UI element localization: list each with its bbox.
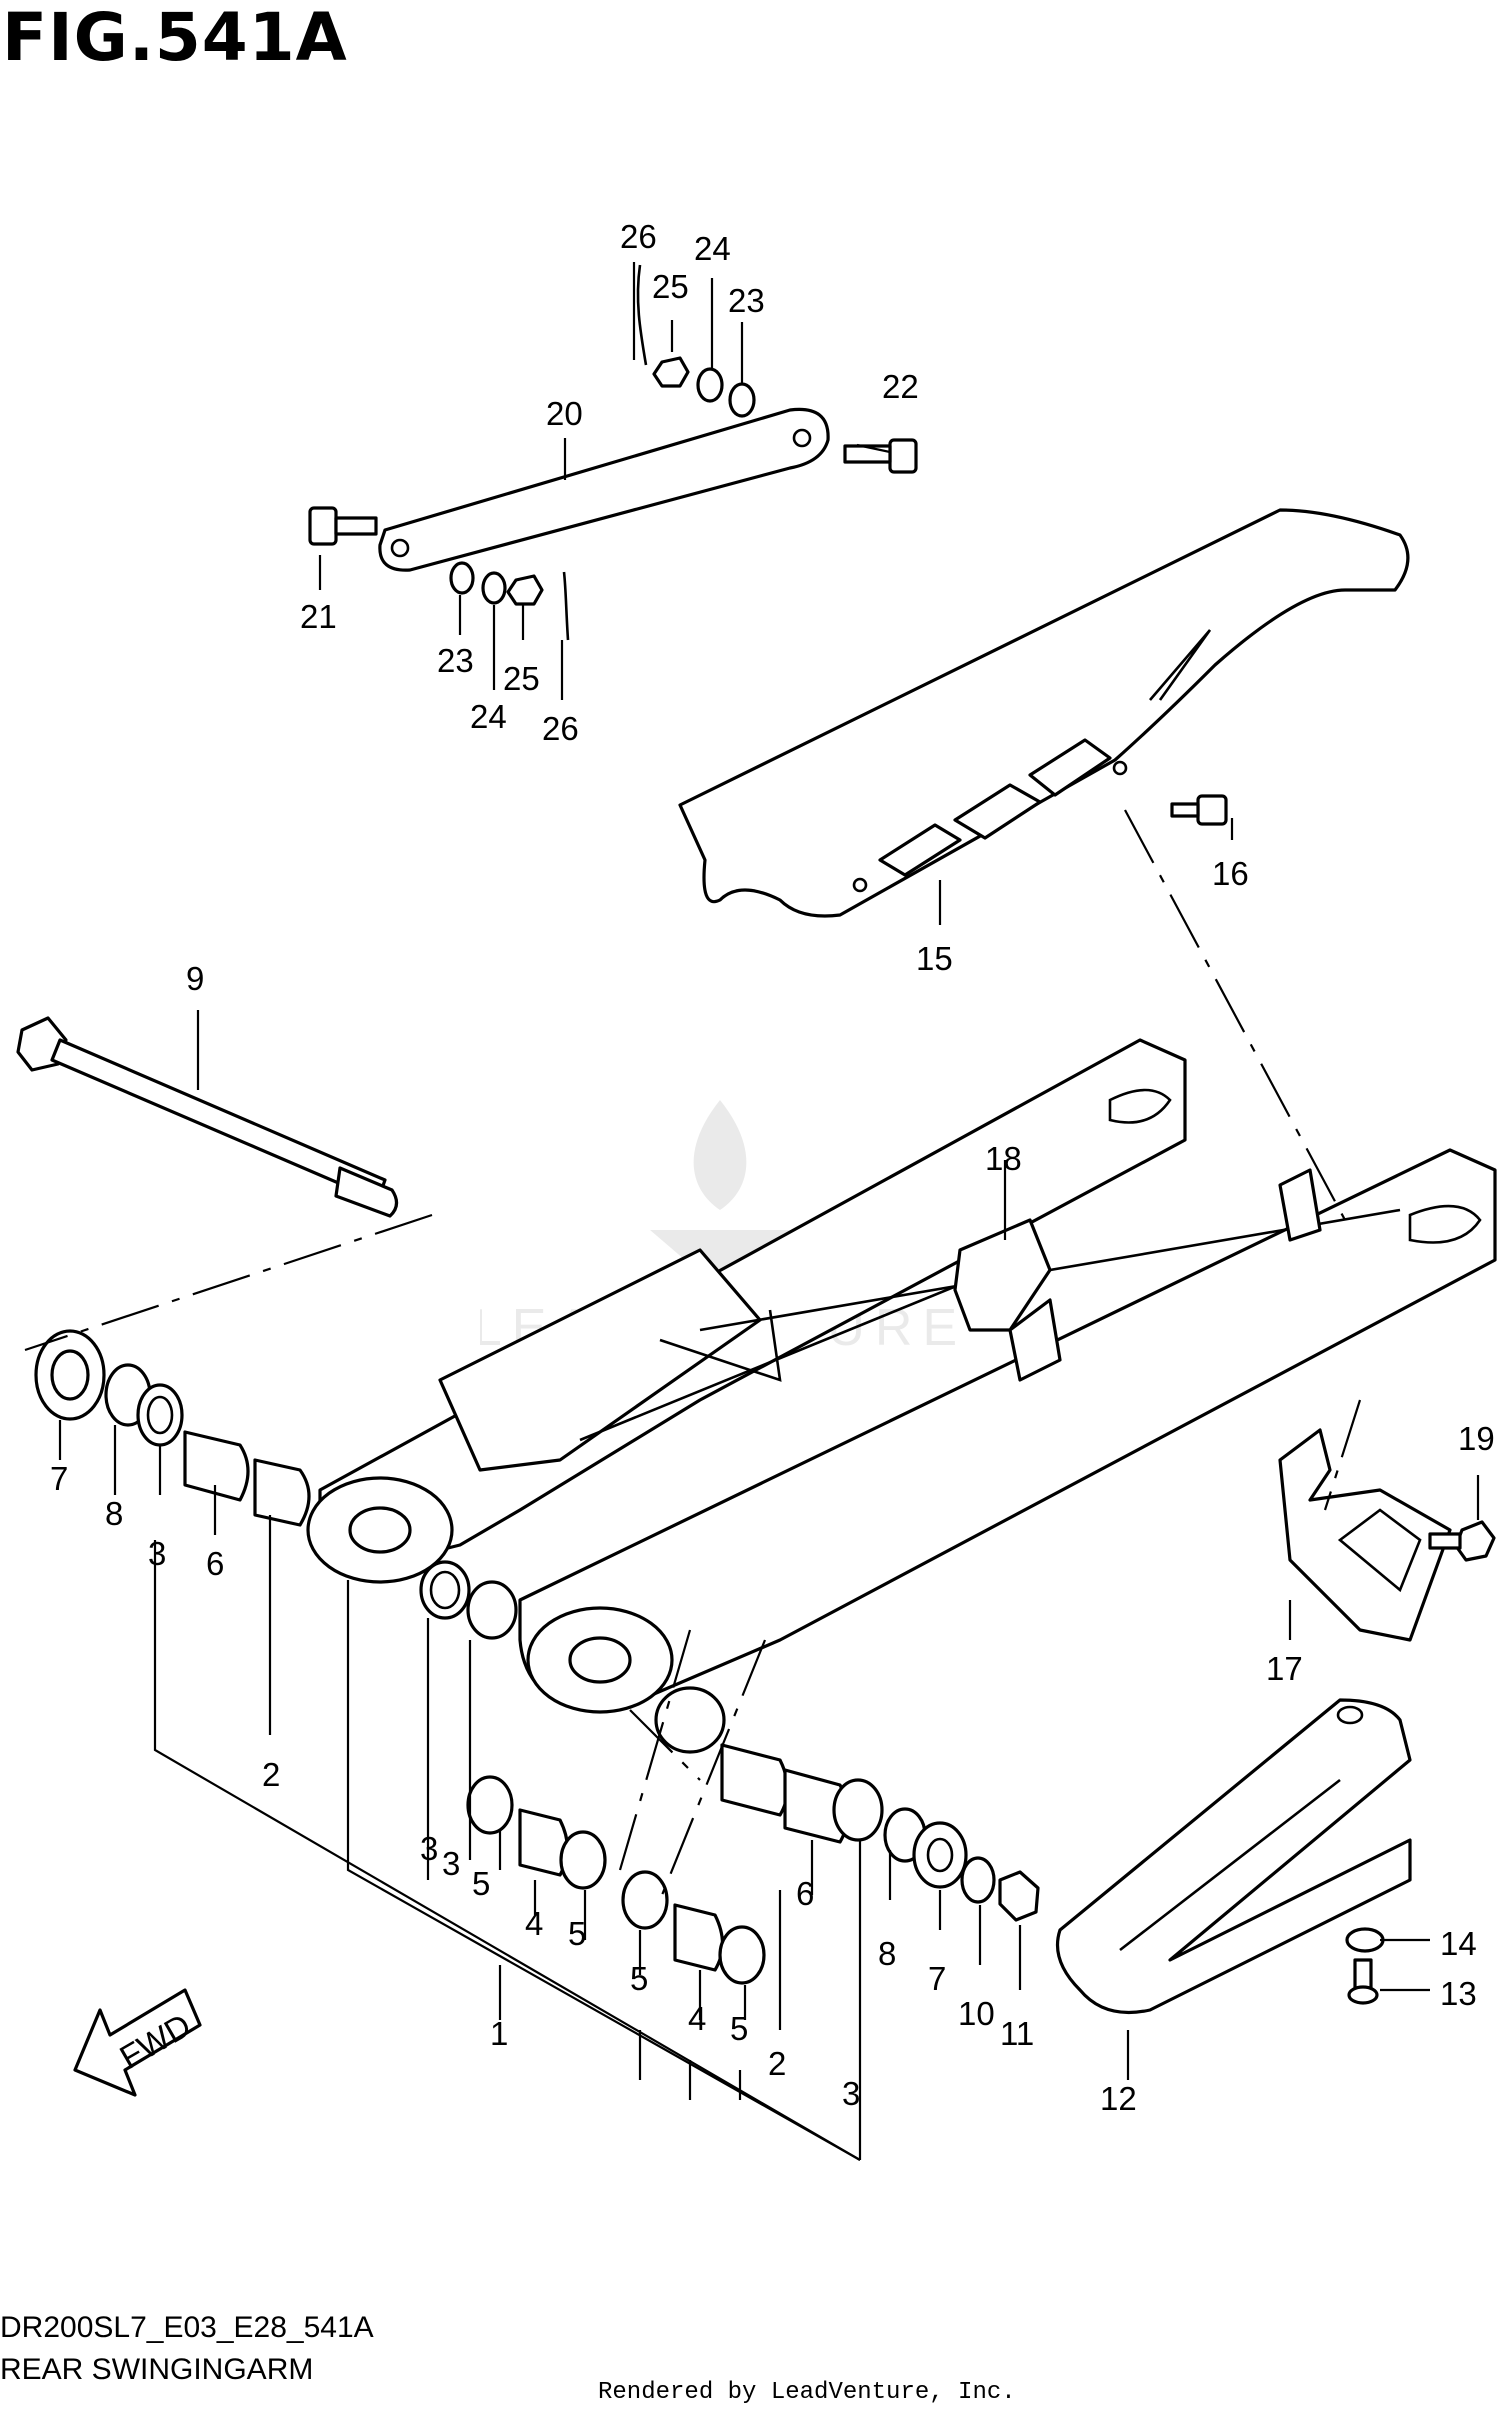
chain-buffer	[1055, 1698, 1412, 2015]
callout-1: 1	[490, 2015, 508, 2052]
figure-title: FIG.541A	[2, 0, 348, 76]
bolt-19	[1428, 1520, 1496, 1562]
callout-17: 17	[1266, 1650, 1303, 1687]
callout-3: 3	[148, 1535, 166, 1572]
callout-3: 3	[842, 2075, 860, 2112]
callout-7: 7	[928, 1960, 946, 1997]
washer-14	[1345, 1927, 1385, 1953]
callout-24: 24	[470, 698, 507, 735]
callout-18: 18	[985, 1140, 1022, 1177]
washers-upper	[636, 264, 756, 418]
callout-3: 3	[420, 1830, 438, 1867]
torque-rod	[378, 407, 830, 572]
callout-12: 12	[1100, 2080, 1137, 2117]
callout-7: 7	[50, 1460, 68, 1497]
phantom-lines	[24, 809, 1362, 1901]
center-bearing-parts	[419, 1560, 766, 1985]
callout-20: 20	[546, 395, 583, 432]
callout-8: 8	[105, 1495, 123, 1532]
callout-6: 6	[206, 1545, 224, 1582]
callout-15: 15	[916, 940, 953, 977]
callout-5: 5	[472, 1865, 490, 1902]
right-bearing-parts	[654, 1686, 1040, 1922]
fwd-arrow: FWD	[73, 1988, 202, 2097]
callout-23: 23	[437, 642, 474, 679]
bolt-22	[843, 438, 918, 474]
callout-19: 19	[1458, 1420, 1495, 1457]
pivot-shaft	[16, 1016, 399, 1218]
callout-4: 4	[688, 2000, 706, 2037]
callout-5: 5	[730, 2010, 748, 2047]
callout-13: 13	[1440, 1975, 1477, 2012]
chain-guide	[1278, 1428, 1452, 1642]
bolt-16	[1170, 794, 1228, 826]
callout-10: 10	[958, 1995, 995, 2032]
callout-14: 14	[1440, 1925, 1477, 1962]
callout-8: 8	[878, 1935, 896, 1972]
render-credit: Rendered by LeadVenture, Inc.	[598, 2379, 1016, 2406]
callout-24: 24	[694, 230, 731, 267]
callout-4: 4	[525, 1905, 543, 1942]
callout-16: 16	[1212, 855, 1249, 892]
washers-lower	[449, 561, 570, 641]
left-bearing-parts	[34, 1329, 311, 1527]
callout-5: 5	[630, 1960, 648, 1997]
callout-2: 2	[262, 1756, 280, 1793]
chain-case	[678, 508, 1410, 918]
callout-6: 6	[796, 1875, 814, 1912]
swingarm	[306, 1038, 1497, 1714]
callout-9: 9	[186, 960, 204, 997]
diagram-code: DR200SL7_E03_E28_541A	[0, 2311, 374, 2344]
screw-13	[1347, 1958, 1379, 2005]
leader-lines	[58, 262, 1480, 2161]
callout-5: 5	[568, 1915, 586, 1952]
callout-21: 21	[300, 598, 337, 635]
callout-22: 22	[882, 368, 919, 405]
callout-23: 23	[728, 282, 765, 319]
bolt-21	[308, 506, 378, 546]
callout-labels: 1 2 2 3 3 3 3 4 4 5 5 5 5 6 6 7 7 8 8 9 …	[50, 218, 1495, 2117]
callout-26: 26	[620, 218, 657, 255]
callout-11: 11	[1000, 2015, 1034, 2052]
callout-26: 26	[542, 710, 579, 747]
callout-2: 2	[768, 2045, 786, 2082]
callout-25: 25	[652, 268, 689, 305]
diagram-name: REAR SWINGINGARM	[0, 2353, 314, 2386]
callout-3: 3	[442, 1845, 460, 1882]
callout-25: 25	[503, 660, 540, 697]
